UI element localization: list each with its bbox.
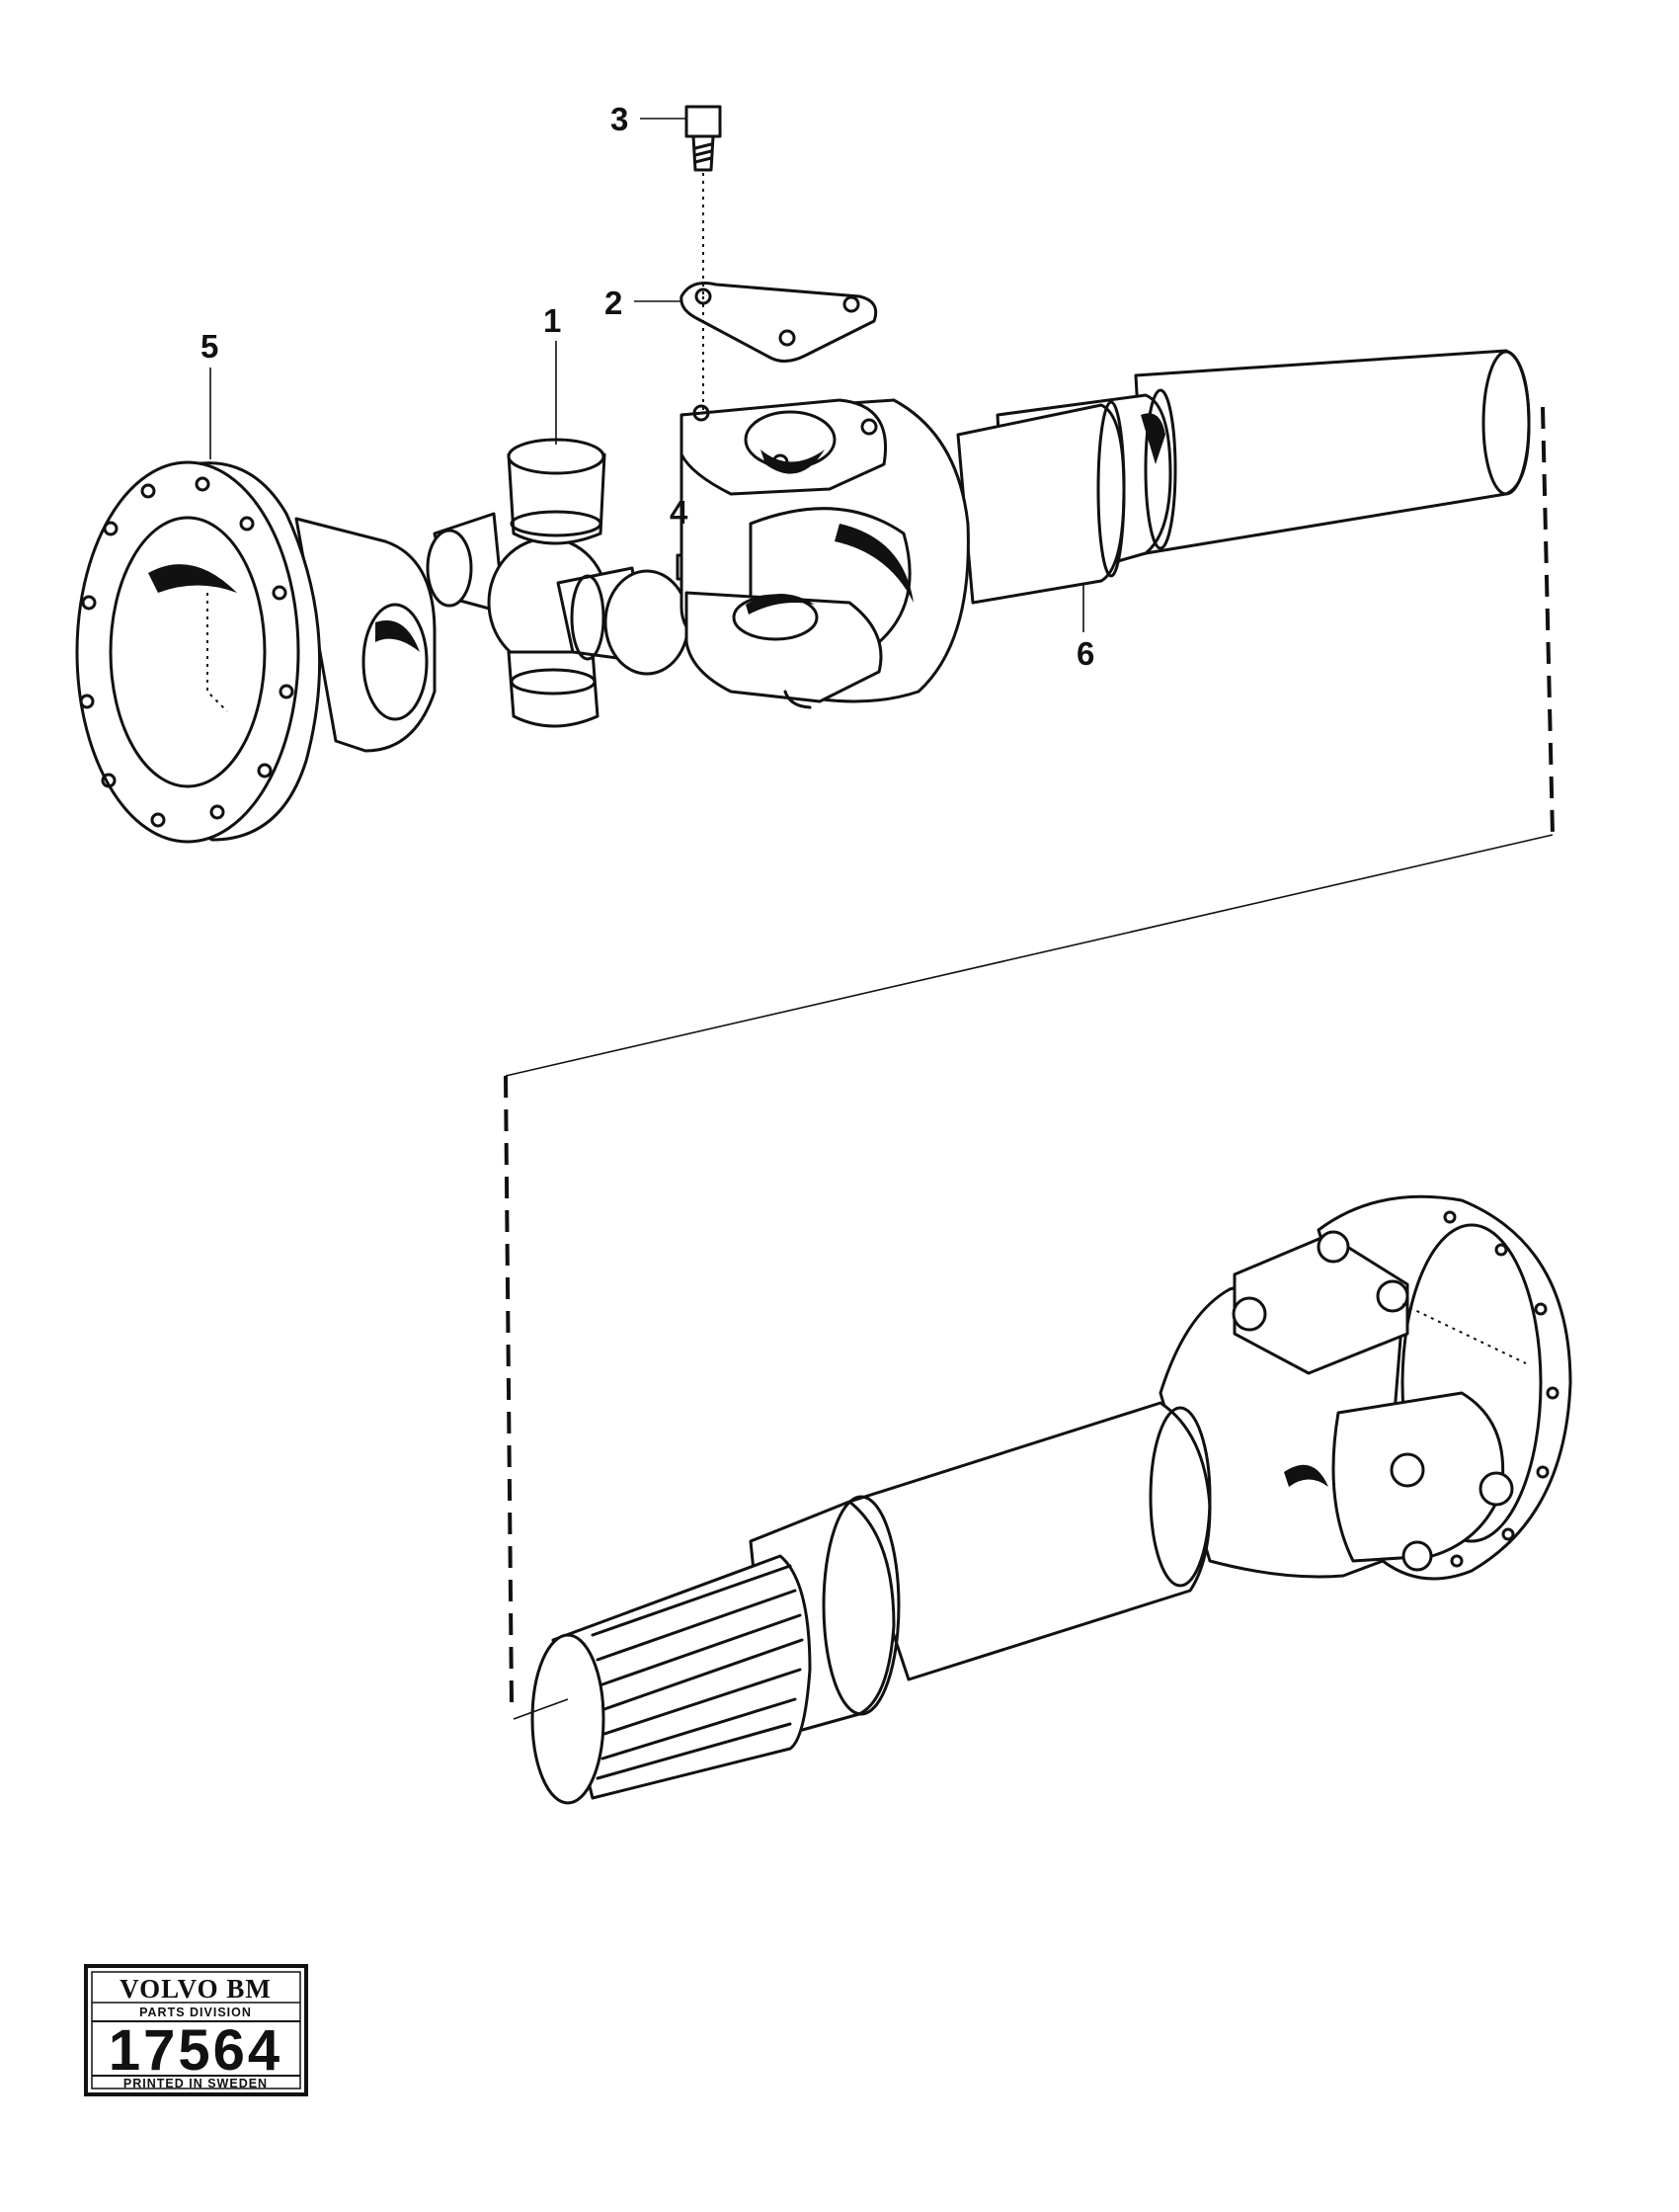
lock-plate-part-2 [680, 282, 878, 363]
assembled-shaft-view [513, 1194, 1572, 1805]
stamp-footer: PRINTED IN SWEDEN [123, 2077, 268, 2090]
stamp-number: 17564 [109, 2018, 282, 2083]
bolt-part-3 [684, 105, 722, 413]
callout-6: 6 [1077, 583, 1094, 672]
svg-text:6: 6 [1077, 635, 1094, 672]
universal-joint-spider-part-1 [426, 438, 690, 728]
svg-text:3: 3 [610, 101, 628, 137]
callout-1: 1 [543, 302, 561, 445]
svg-text:2: 2 [604, 285, 622, 321]
companion-flange-part-5 [75, 460, 437, 844]
volvo-bm-parts-stamp: VOLVO BM PARTS DIVISION 17564 PRINTED IN… [84, 1964, 308, 2096]
stamp-brand: VOLVO BM [120, 1974, 272, 2004]
svg-text:5: 5 [200, 328, 218, 365]
callout-2: 2 [604, 285, 681, 321]
svg-text:4: 4 [670, 494, 688, 531]
callout-5: 5 [200, 328, 218, 459]
callout-3: 3 [610, 101, 686, 137]
svg-text:1: 1 [543, 302, 561, 339]
propeller-shaft-part-6 [680, 349, 1531, 709]
continuation-leader [504, 406, 1555, 1705]
stamp-division: PARTS DIVISION [139, 2006, 252, 2019]
callout-4: 4 [670, 494, 688, 531]
